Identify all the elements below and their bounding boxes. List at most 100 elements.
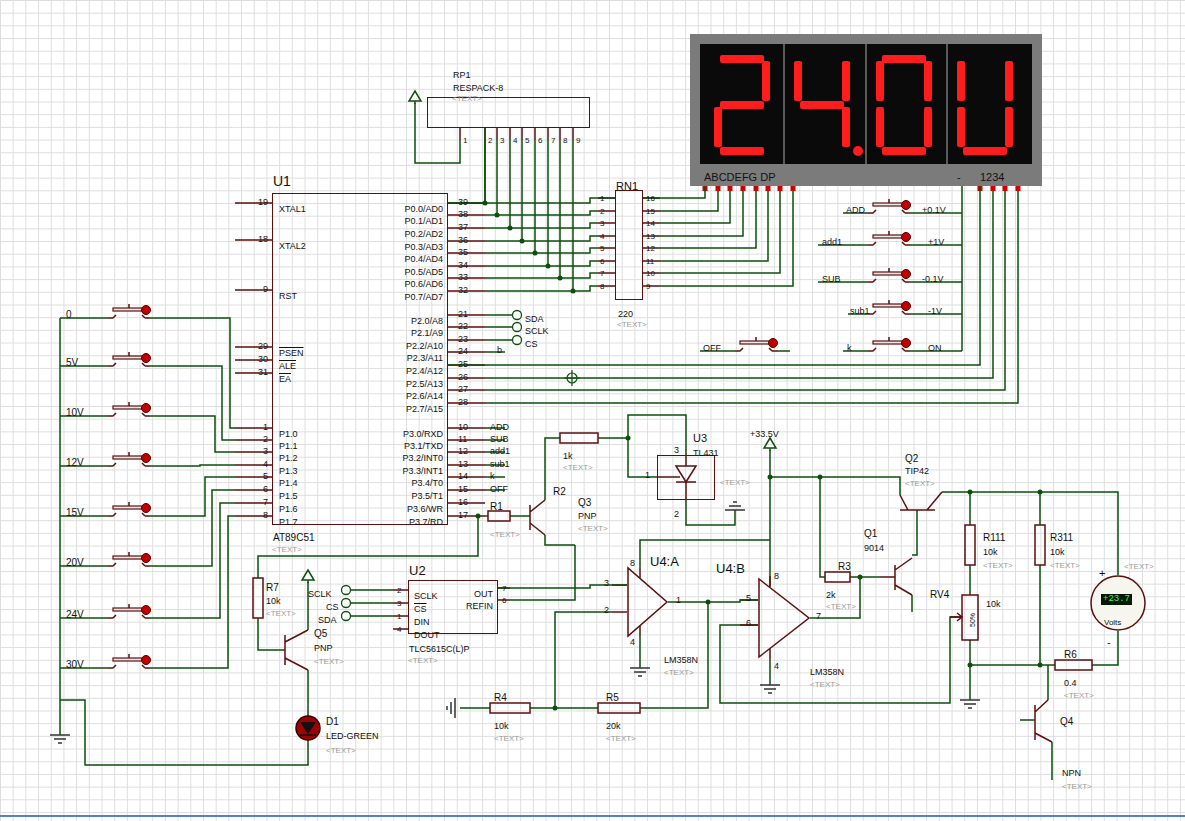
opamp-triangle bbox=[759, 579, 809, 657]
text-holder: U3 bbox=[693, 429, 707, 445]
text-holder: P1.7 bbox=[279, 512, 298, 528]
text-holder: 10k bbox=[986, 594, 1001, 610]
text-holder: b bbox=[497, 340, 502, 356]
switch-contact bbox=[108, 363, 150, 366]
label-text: 4 bbox=[397, 626, 401, 634]
label-text: SDA bbox=[525, 315, 544, 324]
label-text: P3.5/T1 bbox=[411, 492, 443, 501]
junction-dot bbox=[968, 663, 973, 668]
text-holder: 220 bbox=[618, 304, 633, 320]
label-text: 32 bbox=[458, 286, 468, 295]
label-text: 4 bbox=[630, 638, 635, 647]
label-text: P1.6 bbox=[279, 505, 298, 514]
text-holder: P0.3/AD3 bbox=[404, 237, 443, 253]
power-terminal bbox=[764, 438, 776, 448]
label-text: Q1 bbox=[864, 529, 877, 539]
text-holder: R311 bbox=[1050, 528, 1073, 544]
label-text: 0.4 bbox=[1064, 679, 1077, 688]
display-segment bbox=[794, 61, 802, 101]
label-text: 1 bbox=[463, 137, 467, 145]
label-text: Volts bbox=[1104, 619, 1121, 627]
label-text: P0.4/AD4 bbox=[404, 255, 443, 264]
text-holder: <TEXT> bbox=[490, 524, 520, 540]
switch-button bbox=[142, 354, 151, 363]
pin-marker bbox=[716, 186, 721, 191]
label-text: 10k bbox=[494, 722, 509, 731]
text-holder: 15V bbox=[66, 503, 84, 519]
text-holder: 19 bbox=[258, 192, 268, 208]
junction-dot bbox=[968, 490, 973, 495]
wire bbox=[485, 211, 598, 291]
text-holder: 3 bbox=[674, 440, 679, 456]
text-holder: 30V bbox=[66, 655, 84, 671]
label-text: - bbox=[957, 172, 961, 183]
display-segment bbox=[876, 107, 884, 147]
text-holder: CS bbox=[326, 597, 339, 613]
net-terminal bbox=[513, 311, 522, 320]
label-text: R3 bbox=[838, 562, 851, 572]
text-holder: P0.7/AD7 bbox=[404, 287, 443, 303]
label-text: 10 bbox=[458, 423, 468, 432]
label-text: 27 bbox=[458, 385, 468, 394]
text-holder: R6 bbox=[1064, 645, 1077, 661]
mcu-chip: U1XTAL1XTAL2RSTPSENALEEAP1.0P1.1P1.2P1.3… bbox=[272, 193, 448, 525]
label-text: <TEXT> bbox=[664, 669, 694, 677]
label-text: 11 bbox=[646, 258, 654, 266]
text-holder: P1.3 bbox=[279, 461, 298, 477]
text-holder: 15 bbox=[646, 201, 655, 217]
text-holder: add1 bbox=[822, 232, 842, 248]
resistor-symbol bbox=[962, 595, 978, 640]
label-text: D1 bbox=[326, 717, 339, 727]
label-text: 9 bbox=[576, 137, 580, 145]
text-holder: Q3 bbox=[578, 493, 591, 509]
label-text: SDA bbox=[318, 616, 337, 625]
text-holder: 3 bbox=[604, 573, 609, 589]
text-holder: 7 bbox=[502, 578, 506, 594]
label-text: REFIN bbox=[466, 602, 493, 611]
display-frame bbox=[690, 34, 1042, 186]
text-holder: P2.4/A12 bbox=[406, 361, 443, 377]
ground-symbol bbox=[725, 502, 745, 510]
text-holder: 7 bbox=[816, 606, 821, 622]
display-segment bbox=[720, 55, 764, 63]
text-holder: TL431 bbox=[693, 443, 719, 459]
probe-marker bbox=[564, 370, 580, 386]
label-text: <TEXT> bbox=[720, 479, 750, 487]
switch-plunger bbox=[888, 337, 890, 341]
label-text: 3 bbox=[600, 220, 604, 228]
label-text: ALE bbox=[279, 362, 296, 371]
text-holder: 50% bbox=[962, 613, 978, 627]
switch-plunger bbox=[128, 402, 130, 406]
dac-chip: U2SCLKCSDINDOUTOUTREFINTLC5615C(L)P bbox=[408, 580, 498, 634]
display-segment bbox=[957, 107, 965, 147]
shunt-regulator: U3TL431 bbox=[657, 455, 715, 500]
label-text: P0.5/AD5 bbox=[404, 268, 443, 277]
label-text: <TEXT> bbox=[563, 464, 593, 472]
label-text: <TEXT> bbox=[408, 657, 438, 665]
switch-button bbox=[902, 339, 911, 348]
display-segment bbox=[963, 147, 1007, 155]
switch-plunger bbox=[888, 199, 890, 203]
switch-button bbox=[142, 656, 151, 665]
label-text: 24 bbox=[458, 347, 468, 356]
text-holder: 21 bbox=[458, 304, 468, 320]
net-terminal bbox=[342, 612, 351, 621]
wire bbox=[640, 636, 1052, 780]
text-holder: 5V bbox=[66, 353, 78, 369]
display-panel bbox=[700, 44, 1032, 164]
label-text: + bbox=[1099, 568, 1105, 579]
text-holder: ADD bbox=[490, 417, 509, 433]
text-holder: 20k bbox=[606, 716, 621, 732]
label-text: 2 bbox=[600, 208, 604, 216]
text-holder: <TEXT> bbox=[326, 740, 356, 756]
text-holder: 4 bbox=[397, 619, 401, 635]
text-holder: OFF bbox=[490, 479, 508, 495]
text-holder: k bbox=[847, 338, 852, 354]
text-holder: SUB bbox=[822, 269, 841, 285]
window-edge bbox=[0, 815, 1185, 817]
label-text: P3.3/INT1 bbox=[402, 467, 443, 476]
label-text: PSEN bbox=[279, 349, 304, 358]
label-text: 3 bbox=[604, 579, 609, 588]
label-text: 20k bbox=[606, 722, 621, 731]
label-text: 35 bbox=[458, 248, 468, 257]
